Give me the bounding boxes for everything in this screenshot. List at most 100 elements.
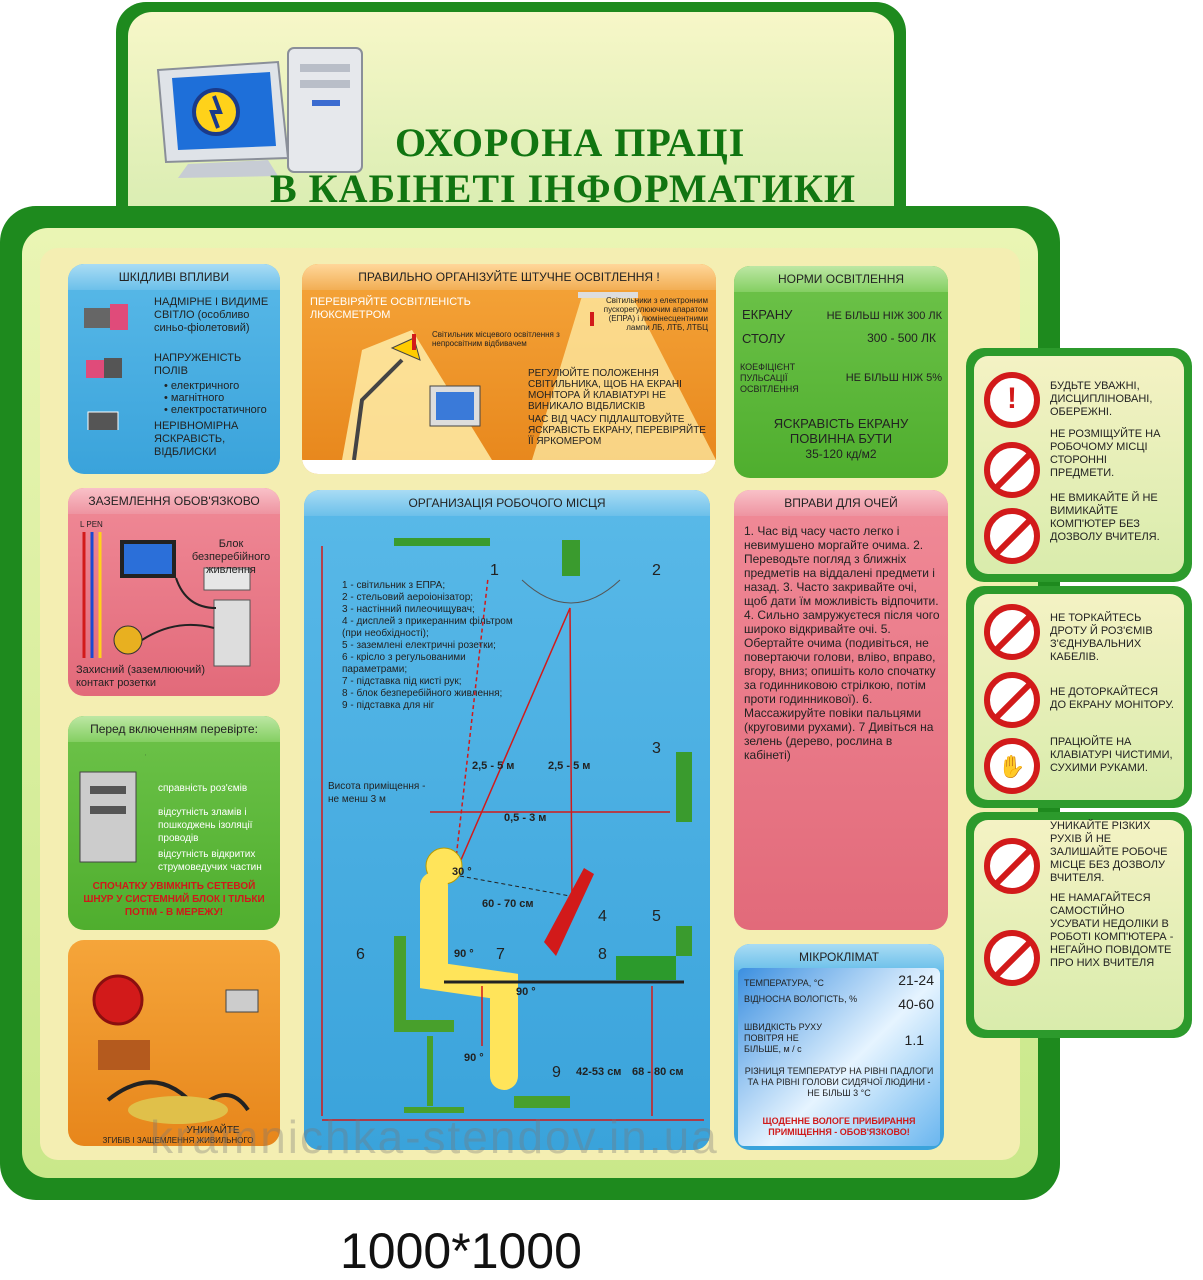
workplace-number: 4 xyxy=(598,908,607,925)
no-screen-touch-icon xyxy=(984,672,1040,728)
workplace-number: 3 xyxy=(652,740,661,757)
cable-panel: УНИКАЙТЕ ЗГИБІВ І ЗАЩЕМЛЕННЯ ЖИВИЛЬНОГО … xyxy=(68,940,280,1146)
lighting-diagram xyxy=(302,292,716,474)
legend-item: 4 - дисплей з прикеранним фільтром (при … xyxy=(342,616,513,639)
climate-panel: МІКРОКЛІМАТ ТЕМПЕРАТУРА, °С 21-24 ВІДНОС… xyxy=(734,944,944,1150)
page-title: ОХОРОНА ПРАЦІ В КАБІНЕТІ ІНФОРМАТИКИ xyxy=(270,120,910,212)
before-warning: СПОЧАТКУ УВІМКНІТЬ СЕТЕВОЙ ШНУР У СИСТЕМ… xyxy=(83,881,265,918)
legend-item: 7 - підставка під кисті рук; xyxy=(342,676,462,687)
climate-sky-background xyxy=(738,968,940,1146)
norms-brightness-value: 35-120 кд/м2 xyxy=(805,447,877,461)
legend-item: 6 - крісло з регульованими параметрами; xyxy=(342,652,466,675)
no-power-switch-icon xyxy=(984,508,1040,564)
norms-panel: НОРМИ ОСВІТЛЕННЯ ЕКРАНУ НЕ БІЛЬШ НІЖ 300… xyxy=(734,266,948,478)
hand-stop-icon: ✋ xyxy=(984,738,1040,794)
workplace-desk-height: 68 - 80 см xyxy=(632,1066,684,1078)
side-block-1-inner: ! БУДЬТЕ УВАЖНІ, ДИСЦИПЛІНОВАНІ, ОБЕРЕЖН… xyxy=(974,356,1184,574)
workplace-number: 9 xyxy=(552,1064,561,1081)
computer-illustration xyxy=(156,47,363,178)
climate-humidity-label: ВІДНОСНА ВОЛОГІСТЬ, % xyxy=(744,994,858,1004)
side-rule-keyboard: ПРАЦЮЙТЕ НА КЛАВІАТУРІ ЧИСТИМИ, СУХИМИ Р… xyxy=(1050,736,1173,774)
grounding-diagram xyxy=(82,532,251,667)
eyes-panel: ВПРАВИ ДЛЯ ОЧЕЙ 1. Час від часу часто ле… xyxy=(734,490,948,930)
norms-pulse-label: КОЕФІЦІЄНТ ПУЛЬСАЦІЇ ОСВІТЛЕННЯ xyxy=(740,362,799,394)
norms-header: НОРМИ ОСВІТЛЕННЯ xyxy=(734,266,948,292)
climate-air-value: 1.1 xyxy=(904,1032,924,1048)
lighting-tip-1: РЕГУЛЮЙТЕ ПОЛОЖЕННЯ СВІТИЛЬНИКА, ЩОБ НА … xyxy=(528,368,682,412)
workplace-number: 5 xyxy=(652,908,661,925)
harmful-field-static: • електростатичного xyxy=(164,404,267,416)
workplace-footrest-height: 42-53 см xyxy=(576,1066,622,1078)
workplace-eye-dist: 60 - 70 см xyxy=(482,898,534,910)
grounding-panel: ЗАЗЕМЛЕННЯ ОБОВ'ЯЗКОВО L PEN Блок безпер… xyxy=(68,488,280,696)
workplace-number: 1 xyxy=(490,562,499,579)
norms-screen-value: НЕ БІЛЬШ НІЖ 300 ЛК xyxy=(826,310,942,322)
before-item-live-parts: відсутність відкритих струмоведучих част… xyxy=(158,849,262,873)
norms-brightness-text: ЯСКРАВІСТЬ ЕКРАНУ ПОВИННА БУТИ xyxy=(773,416,909,446)
workplace-number: 7 xyxy=(496,946,505,963)
no-repair-icon xyxy=(984,930,1040,986)
legend-item: 8 - блок безперебійного живлення; xyxy=(342,688,503,699)
warning-exclamation-icon: ! xyxy=(984,372,1040,428)
no-cable-touch-icon xyxy=(984,604,1040,660)
lighting-ceiling-note: Світильники з електронним пускорегулюючи… xyxy=(603,296,708,332)
grounding-contact-label: Захисний (заземлюючий) контакт розетки xyxy=(76,664,205,689)
side-rule-movements: УНИКАЙТЕ РІЗКИХ РУХІВ Й НЕ ЗАЛИШАЙТЕ РОБ… xyxy=(1050,820,1168,884)
system-unit-illustration xyxy=(79,754,146,863)
legend-item: 2 - стельовий аероіонізатор; xyxy=(342,592,474,603)
side-block-3-inner: УНИКАЙТЕ РІЗКИХ РУХІВ Й НЕ ЗАЛИШАЙТЕ РОБ… xyxy=(974,820,1184,1030)
legend-item: 9 - підставка для ніг xyxy=(342,700,435,711)
norms-desk-value: 300 - 500 ЛК xyxy=(867,331,936,345)
lighting-check-text: ПЕРЕВІРЯЙТЕ ОСВІТЛЕНІСТЬ ЛЮКСМЕТРОМ xyxy=(310,296,471,321)
title-line-2: В КАБІНЕТІ ІНФОРМАТИКИ xyxy=(270,166,856,211)
no-leaving-workplace-icon xyxy=(984,838,1040,894)
grounding-ups-label: Блок безперебійного живлення xyxy=(191,538,271,576)
workplace-diagram xyxy=(321,538,704,1121)
eyes-header: ВПРАВИ ДЛЯ ОЧЕЙ xyxy=(734,490,948,516)
lighting-panel: ПРАВИЛЬНО ОРГАНІЗУЙТЕ ШТУЧНЕ ОСВІТЛЕННЯ … xyxy=(302,264,716,474)
cable-avoid-label: УНИКАЙТЕ xyxy=(186,1125,240,1136)
workplace-dist-3: 0,5 - 3 м xyxy=(504,812,547,824)
workplace-number: 8 xyxy=(598,946,607,963)
workplace-header: ОРГАНИЗАЦІЯ РОБОЧОГО МІСЦЯ xyxy=(304,490,710,516)
no-foreign-objects-icon xyxy=(984,442,1040,498)
harmful-icons xyxy=(84,304,128,430)
climate-header: МІКРОКЛІМАТ xyxy=(734,944,944,970)
side-rule-repair: НЕ НАМАГАЙТЕСЯ САМОСТІЙНО УСУВАТИ НЕДОЛІ… xyxy=(1050,892,1174,969)
side-rule-power: НЕ ВМИКАЙТЕ Й НЕ ВИМИКАЙТЕ КОМП'ЮТЕР БЕЗ… xyxy=(1050,492,1160,543)
legend-item: 1 - світильник з ЕПРА; xyxy=(342,580,446,591)
climate-diff-text: РІЗНИЦЯ ТЕМПЕРАТУР НА РІВНІ ПАДЛОГИ ТА Н… xyxy=(744,1066,934,1098)
harmful-item-fields: НАПРУЖЕНІСТЬ ПОЛІВ xyxy=(154,352,242,377)
side-block-2-inner: ✋ НЕ ТОРКАЙТЕСЬ ДРОТУ Й РОЗ'ЄМІВ З'ЄДНУВ… xyxy=(974,594,1184,800)
before-item-insulation: відсутність зламів і пошкоджень ізоляції… xyxy=(158,807,253,844)
watermark: kramnichka-stendov.in.ua xyxy=(150,1111,719,1163)
legend-item: 5 - заземлені електричні розетки; xyxy=(342,640,496,651)
workplace-number: 2 xyxy=(652,562,661,579)
climate-air-label: ШВИДКІСТЬ РУХУ ПОВІТРЯ НЕ БІЛЬШЕ, м / с xyxy=(744,1022,822,1054)
workplace-angle-1: 30 ° xyxy=(452,866,472,878)
side-rule-cables: НЕ ТОРКАЙТЕСЬ ДРОТУ Й РОЗ'ЄМІВ З'ЄДНУВАЛ… xyxy=(1050,612,1153,663)
workplace-dist-1: 2,5 - 5 м xyxy=(472,760,515,772)
side-rule-screen: НЕ ДОТОРКАЙТЕСЯ ДО ЕКРАНУ МОНІТОРУ. xyxy=(1050,686,1174,711)
workplace-number: 6 xyxy=(356,946,365,963)
lighting-header: ПРАВИЛЬНО ОРГАНІЗУЙТЕ ШТУЧНЕ ОСВІТЛЕННЯ … xyxy=(302,264,716,290)
workplace-legend: 1 - світильник з ЕПРА; 2 - стельовий аер… xyxy=(342,580,522,712)
climate-temp-value: 21-24 xyxy=(898,972,934,988)
legend-item: 3 - настінний пилеочищувач; xyxy=(342,604,475,615)
cable-warning: ЗГИБІВ І ЗАЩЕМЛЕННЯ ЖИВИЛЬНОГО КАБЕЛЮ xyxy=(102,1136,254,1145)
size-label: 1000*1000 xyxy=(340,1223,582,1279)
climate-cleaning-text: ЩОДЕННЕ ВОЛОГЕ ПРИБИРАННЯ ПРИМІЩЕННЯ - О… xyxy=(762,1116,916,1137)
workplace-panel: ОРГАНИЗАЦІЯ РОБОЧОГО МІСЦЯ 1 - світильни… xyxy=(304,490,710,1150)
workplace-dist-2: 2,5 - 5 м xyxy=(548,760,591,772)
harmful-panel: ШКІДЛИВІ ВПЛИВИ НАДМІРНЕ І ВИДИМЕ СВІТЛО… xyxy=(68,264,280,474)
grounding-wires-label: L PEN xyxy=(80,520,103,529)
harmful-item-light: НАДМІРНЕ І ВИДИМЕ СВІТЛО (особливо синьо… xyxy=(154,296,269,334)
climate-humidity-value: 40-60 xyxy=(898,996,934,1012)
norms-screen-label: ЕКРАНУ xyxy=(742,307,793,322)
norms-pulse-value: НЕ БІЛЬШ НІЖ 5% xyxy=(845,372,942,384)
cable-illustration xyxy=(92,974,259,1124)
harmful-item-glare: НЕРІВНОМІРНА ЯСКРАВІСТЬ, ВІДБЛИСКИ xyxy=(154,420,239,458)
harmful-field-magnetic: • магнітного xyxy=(164,392,225,404)
before-panel: Перед включенням перевірте: справність р… xyxy=(68,716,280,930)
norms-desk-label: СТОЛУ xyxy=(742,331,786,346)
